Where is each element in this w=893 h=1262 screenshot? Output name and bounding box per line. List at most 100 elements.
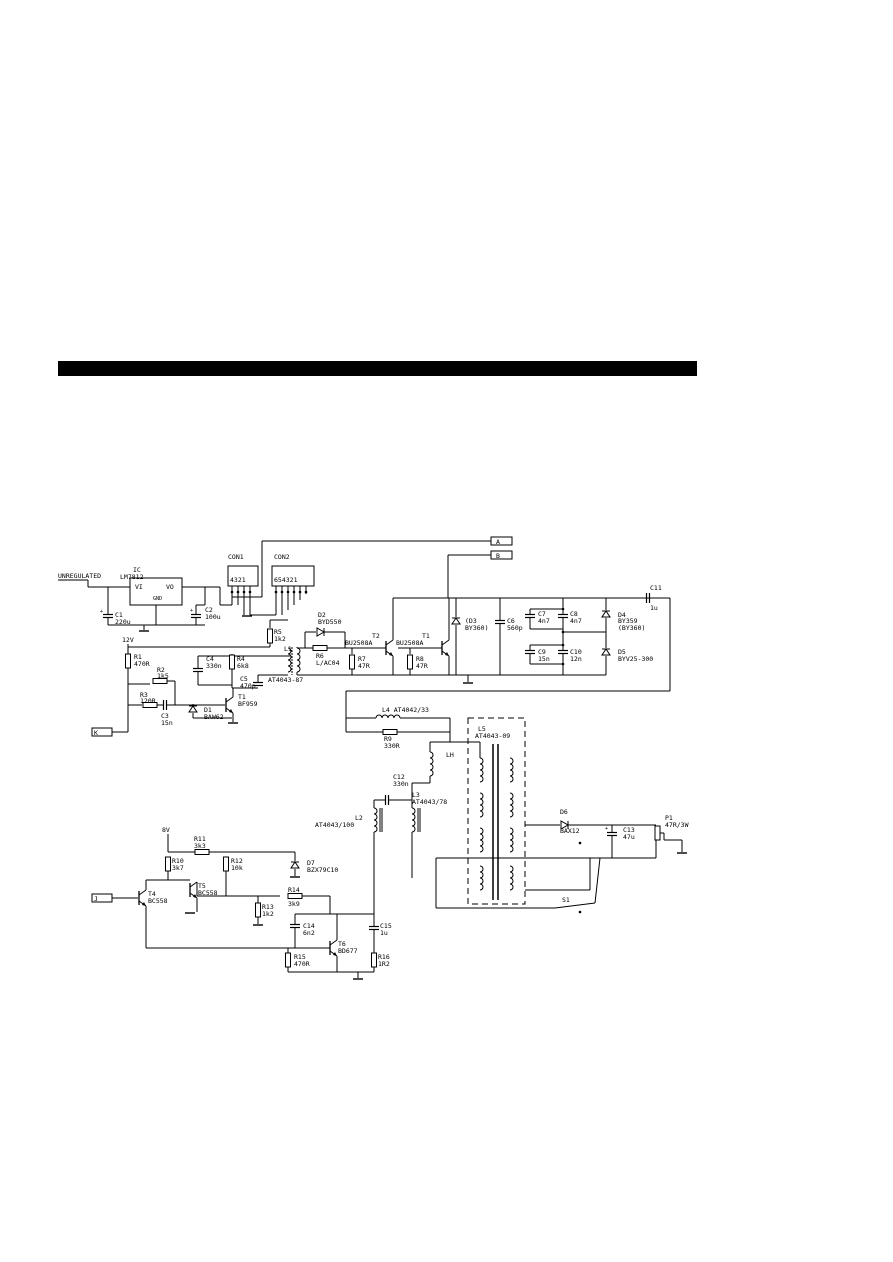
l1-value: AT4043-87 [268,676,303,684]
r7-value: 47R [358,662,370,670]
r3-name: R3 [140,691,148,699]
diode-d5: D5 BYV25-300 [601,648,653,675]
l3-value: AT4043/78 [412,798,447,806]
d3-name: (D3 [465,617,477,625]
r15-value: 470R [294,960,310,968]
r13-name: R13 [262,903,274,911]
r4-name: R4 [237,655,245,663]
c10-value: 12n [570,655,582,663]
r6-value: L/AC04 [316,659,340,667]
ic-vo-label: VO [166,583,174,591]
capacitor-c1: + C1 220u [100,587,131,626]
l4-label: L4 AT4042/33 [382,706,429,714]
r8-name: R8 [416,655,424,663]
svg-text:+: + [100,609,103,615]
r15-name: R15 [294,953,306,961]
diode-d1: D1 BAW62 [188,704,232,721]
transistor-t4: T4 BC558 [138,880,168,948]
connector-con2: CON2 654321 [250,553,315,616]
t4-value: BC558 [148,897,168,905]
transformer-l1: L1 AT4043-87 [268,645,303,684]
c8-value: 4n7 [570,617,582,625]
transistor-t5: T5 BC558 [184,881,280,914]
c3-value: 15n [161,719,173,727]
d6-value: BAX12 [560,827,580,835]
terminal-a-label: A [496,538,500,546]
d7-name: D7 [307,859,315,867]
d3-value: BY360) [465,624,488,632]
c15-value: 1u [380,929,388,937]
t6-value: BD677 [338,947,358,955]
diode-d4: D4 BY359 (BY360) [601,598,645,648]
d4-alt: (BY360) [618,624,645,632]
c11-name: C11 [650,584,662,592]
v8-label: 8V [162,826,170,834]
l2-name: L2 [355,814,363,822]
r10-value: 3k7 [172,864,184,872]
transformer-l5: L5 AT4043-09 [450,717,526,905]
c13-name: C13 [623,826,635,834]
capacitor-c11: C11 1u [345,584,671,732]
c1-value: 220u [115,618,131,626]
s1-label: S1 [562,896,570,904]
c14-value: 6n2 [303,929,315,937]
r1-value: 470R [134,660,150,668]
con2-label: CON2 [274,553,290,561]
d7-value: BZX79C10 [307,866,338,874]
p1-value: 47R/3W [665,821,689,829]
terminal-b-label: B [496,552,500,560]
inductor-lh: LH [412,741,454,784]
svg-text:+: + [190,608,193,614]
terminal-a: A [232,536,513,598]
t6-name: T6 [338,940,346,948]
r9-name: R9 [384,735,392,743]
c4-value: 330n [206,662,222,670]
switch-s1: S1 [525,841,601,914]
connector-con1: CON1 4321 [227,553,259,617]
c11-value: 1u [650,604,658,612]
c12-name: C12 [393,773,405,781]
c12-value: 330n [393,780,409,788]
unregulated-label: UNREGULATED [58,572,101,580]
r16-name: R16 [378,953,390,961]
t2-value: BU2508A [345,639,372,647]
capacitor-c13: + C13 47u [605,825,635,858]
c2-name: C2 [205,606,213,614]
c6-value: 560p [507,624,523,632]
unregulated-input: UNREGULATED [58,572,130,588]
t1-value: BF959 [238,700,258,708]
r5-name: R5 [274,628,282,636]
d5-value: BYV25-300 [618,655,653,663]
capacitor-c2: + C2 100u [190,604,221,625]
t4-name: T4 [148,890,156,898]
t1b-value: BU2508A [396,639,423,647]
ic-label: IC [133,566,141,574]
c1-name: C1 [115,611,123,619]
c4-name: C4 [206,655,214,663]
c9-name: C9 [538,648,546,656]
terminal-k-label: K [94,729,98,737]
d2-name: D2 [318,611,326,619]
con1-pins: 4321 [230,576,246,584]
r16-value: 1R2 [378,960,390,968]
r2-name: R2 [157,666,165,674]
c10-name: C10 [570,648,582,656]
svg-text:+: + [605,826,608,832]
r11-value: 3k3 [194,842,206,850]
diode-d6: D6 BAX12 [525,808,656,835]
l5-value: AT4043-09 [475,732,510,740]
zener-d7: D7 BZX79C10 [289,852,338,878]
r11-name: R11 [194,835,206,843]
ic-part-label: LM7812 [120,573,144,581]
c7-name: C7 [538,610,546,618]
r2-value: 1k5 [157,672,169,680]
inductor-l4: L4 AT4042/33 [346,706,451,742]
transistor-t1-bf959: T1 BF959 [225,688,258,724]
d6-name: D6 [560,808,568,816]
r5-value: 1k2 [274,635,286,643]
d2-value: BYD550 [318,618,342,626]
d5-name: D5 [618,648,626,656]
c3-name: C3 [161,712,169,720]
lh-label: LH [446,751,454,759]
